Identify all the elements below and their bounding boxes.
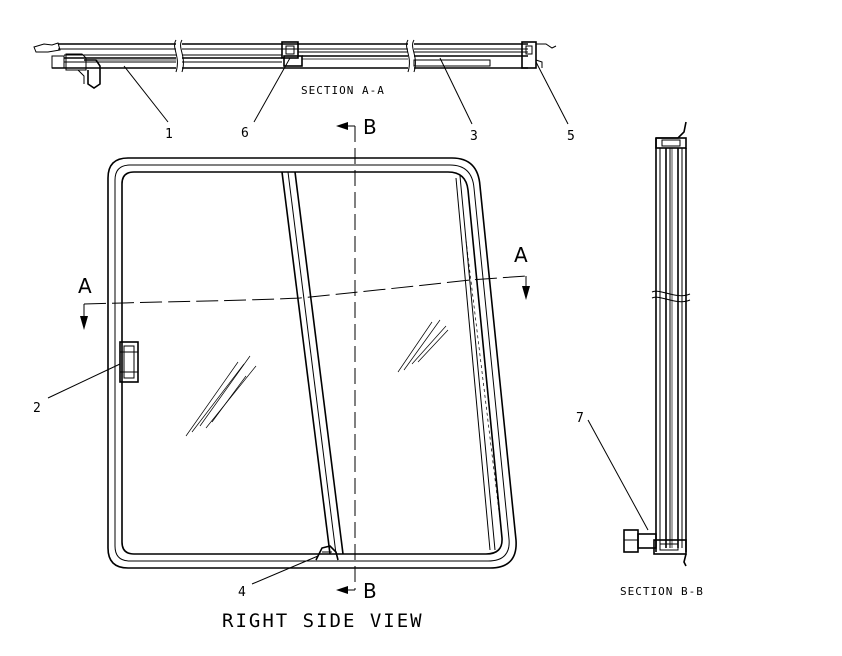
right-side-view-drawing	[80, 122, 530, 594]
cut-b-bottom-label: B	[363, 579, 377, 603]
cut-a-right-label: A	[514, 243, 528, 267]
cut-b-top-label: B	[363, 115, 377, 139]
callout-4: 4	[238, 585, 246, 600]
cut-a-left-label: A	[78, 274, 92, 298]
callout-5: 5	[567, 129, 575, 144]
section-aa-label: SECTION A-A	[301, 84, 385, 97]
callout-6: 6	[241, 126, 249, 141]
section-aa-drawing	[33, 39, 557, 89]
callout-1: 1	[165, 127, 173, 142]
view-title: RIGHT SIDE VIEW	[222, 610, 424, 632]
callout-7: 7	[576, 411, 584, 426]
section-bb-drawing	[623, 121, 691, 567]
section-bb-label: SECTION B-B	[620, 585, 704, 598]
callout-2: 2	[33, 401, 41, 416]
callout-3: 3	[470, 129, 478, 144]
leader-lines	[47, 57, 649, 585]
